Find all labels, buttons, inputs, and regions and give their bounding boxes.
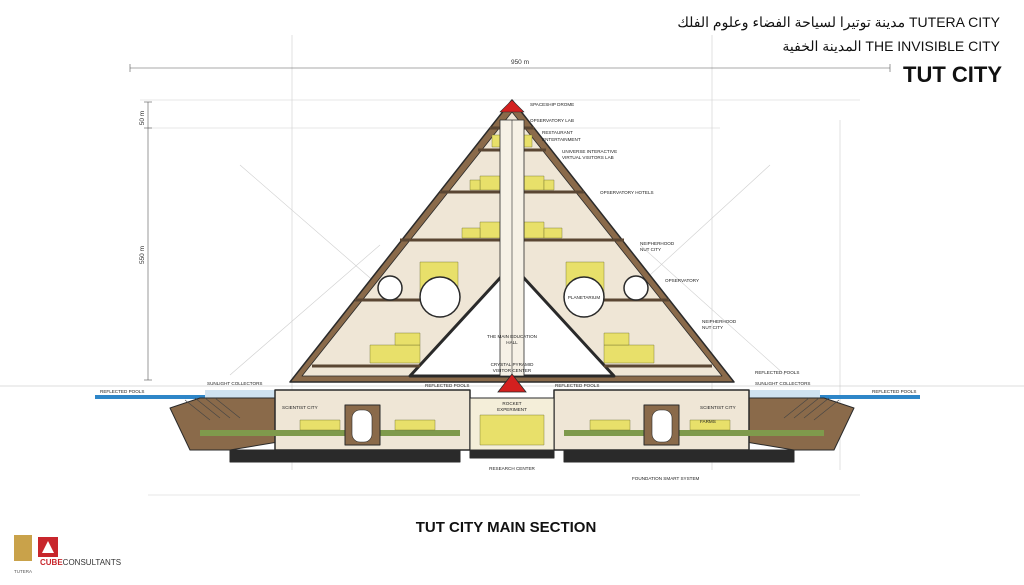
width-dimension: 950 m bbox=[511, 59, 529, 66]
neighborhood-2-label-a: NEIPHERHOOD bbox=[702, 319, 737, 324]
tutera-logo-icon bbox=[14, 535, 32, 561]
reflected-pools-left-outer-label: REFLECTED POOLS bbox=[100, 389, 144, 394]
farms-label: FARMS bbox=[700, 419, 716, 424]
restaurant-label: RESTAURANT bbox=[542, 130, 573, 135]
dimension-lines bbox=[129, 64, 891, 381]
main-hall-label-1: THE MAIN EDUCATION bbox=[487, 334, 537, 339]
annotations: SPACESHIP DROME OPSERVATORY LAB RESTAURA… bbox=[100, 102, 916, 481]
diagram-caption: TUT CITY MAIN SECTION bbox=[415, 519, 597, 536]
rocket-label-1: ROCKET bbox=[502, 401, 521, 406]
neighborhood-1-label-b: NUT CITY bbox=[640, 247, 661, 252]
main-hall-label-2: HALL bbox=[506, 340, 518, 345]
top-height-dimension: 50 m bbox=[139, 111, 146, 125]
tutera-mark: TUTERA bbox=[14, 569, 32, 574]
crystal-pyramid bbox=[497, 373, 527, 393]
crystal-pyramid-label-1: CRYSTAL PYRAMID bbox=[491, 362, 534, 367]
research-center-label: RESEARCH CENTER bbox=[489, 466, 535, 471]
observatory-lab-label: OPSERVATORY LAB bbox=[530, 118, 574, 123]
reflected-pools-right-upper-label: REFLECTED POOLS bbox=[755, 370, 799, 375]
neighborhood-2-label-b: NUT CITY bbox=[702, 325, 723, 330]
body-height-dimension: 550 m bbox=[139, 246, 146, 264]
header-arabic-title: مدينة توتيرا لسياحة الفضاء وعلوم الفلك bbox=[677, 14, 906, 30]
observatory-label: OPSERVATORY bbox=[665, 278, 699, 283]
reflected-pools-left-inner-label: REFLECTED POOLS bbox=[425, 383, 469, 388]
foundation-label: FOUNDATION SMART SYSTEM bbox=[632, 476, 700, 481]
header-latin-title: TUTERA CITY bbox=[908, 14, 1000, 30]
sunlight-collectors-left-label: SUNLIGHT COLLECTORS bbox=[207, 381, 262, 386]
universe-lab-label-2: VIRTUAL VISITORS LAB bbox=[562, 155, 614, 160]
observatory-spheres bbox=[377, 275, 649, 318]
brand-logo bbox=[14, 535, 58, 561]
neighborhood-1-label-a: NEIPHERHOOD bbox=[640, 241, 675, 246]
header-line-2: المدينة الخفية THE INVISIBLE CITY bbox=[782, 38, 1000, 55]
page-title: TUT CITY bbox=[903, 62, 1002, 87]
rocket-label-2: EXPERIMENT bbox=[497, 407, 527, 412]
universe-lab-label-1: UNIVERSE INTERACTIVE bbox=[562, 149, 617, 154]
sunlight-collectors bbox=[184, 397, 840, 421]
observatory-hotels-label: OPSERVATORY HOTELS bbox=[600, 190, 654, 195]
sunlight-collectors-right-label: SUNLIGHT COLLECTORS bbox=[755, 381, 810, 386]
crystal-pyramid-label-2: VISITOR CENTER bbox=[493, 368, 532, 373]
scientist-city-left-label: SCIENTIST CITY bbox=[282, 405, 318, 410]
reflected-pools-right-outer-label: REFLECTED POOLS bbox=[872, 389, 916, 394]
pyramid bbox=[289, 99, 735, 383]
planetarium-label: PLANETARIUM bbox=[568, 295, 601, 300]
spaceship-drome-label: SPACESHIP DROME bbox=[530, 102, 574, 107]
entertainment-label: ENTERTAINMENT bbox=[542, 137, 581, 142]
header-line-1: مدينة توتيرا لسياحة الفضاء وعلوم الفلك T… bbox=[677, 14, 1000, 31]
header-arabic-subtitle: المدينة الخفية bbox=[782, 38, 862, 54]
reflected-pools-right-inner-label: REFLECTED POOLS bbox=[555, 383, 599, 388]
brand-name: CUBECONSULTANTS bbox=[40, 558, 122, 567]
scientist-city-right-label: SCIENTIST CITY bbox=[700, 405, 736, 410]
header-latin-subtitle: THE INVISIBLE CITY bbox=[865, 38, 1000, 54]
base-structure bbox=[169, 389, 855, 463]
